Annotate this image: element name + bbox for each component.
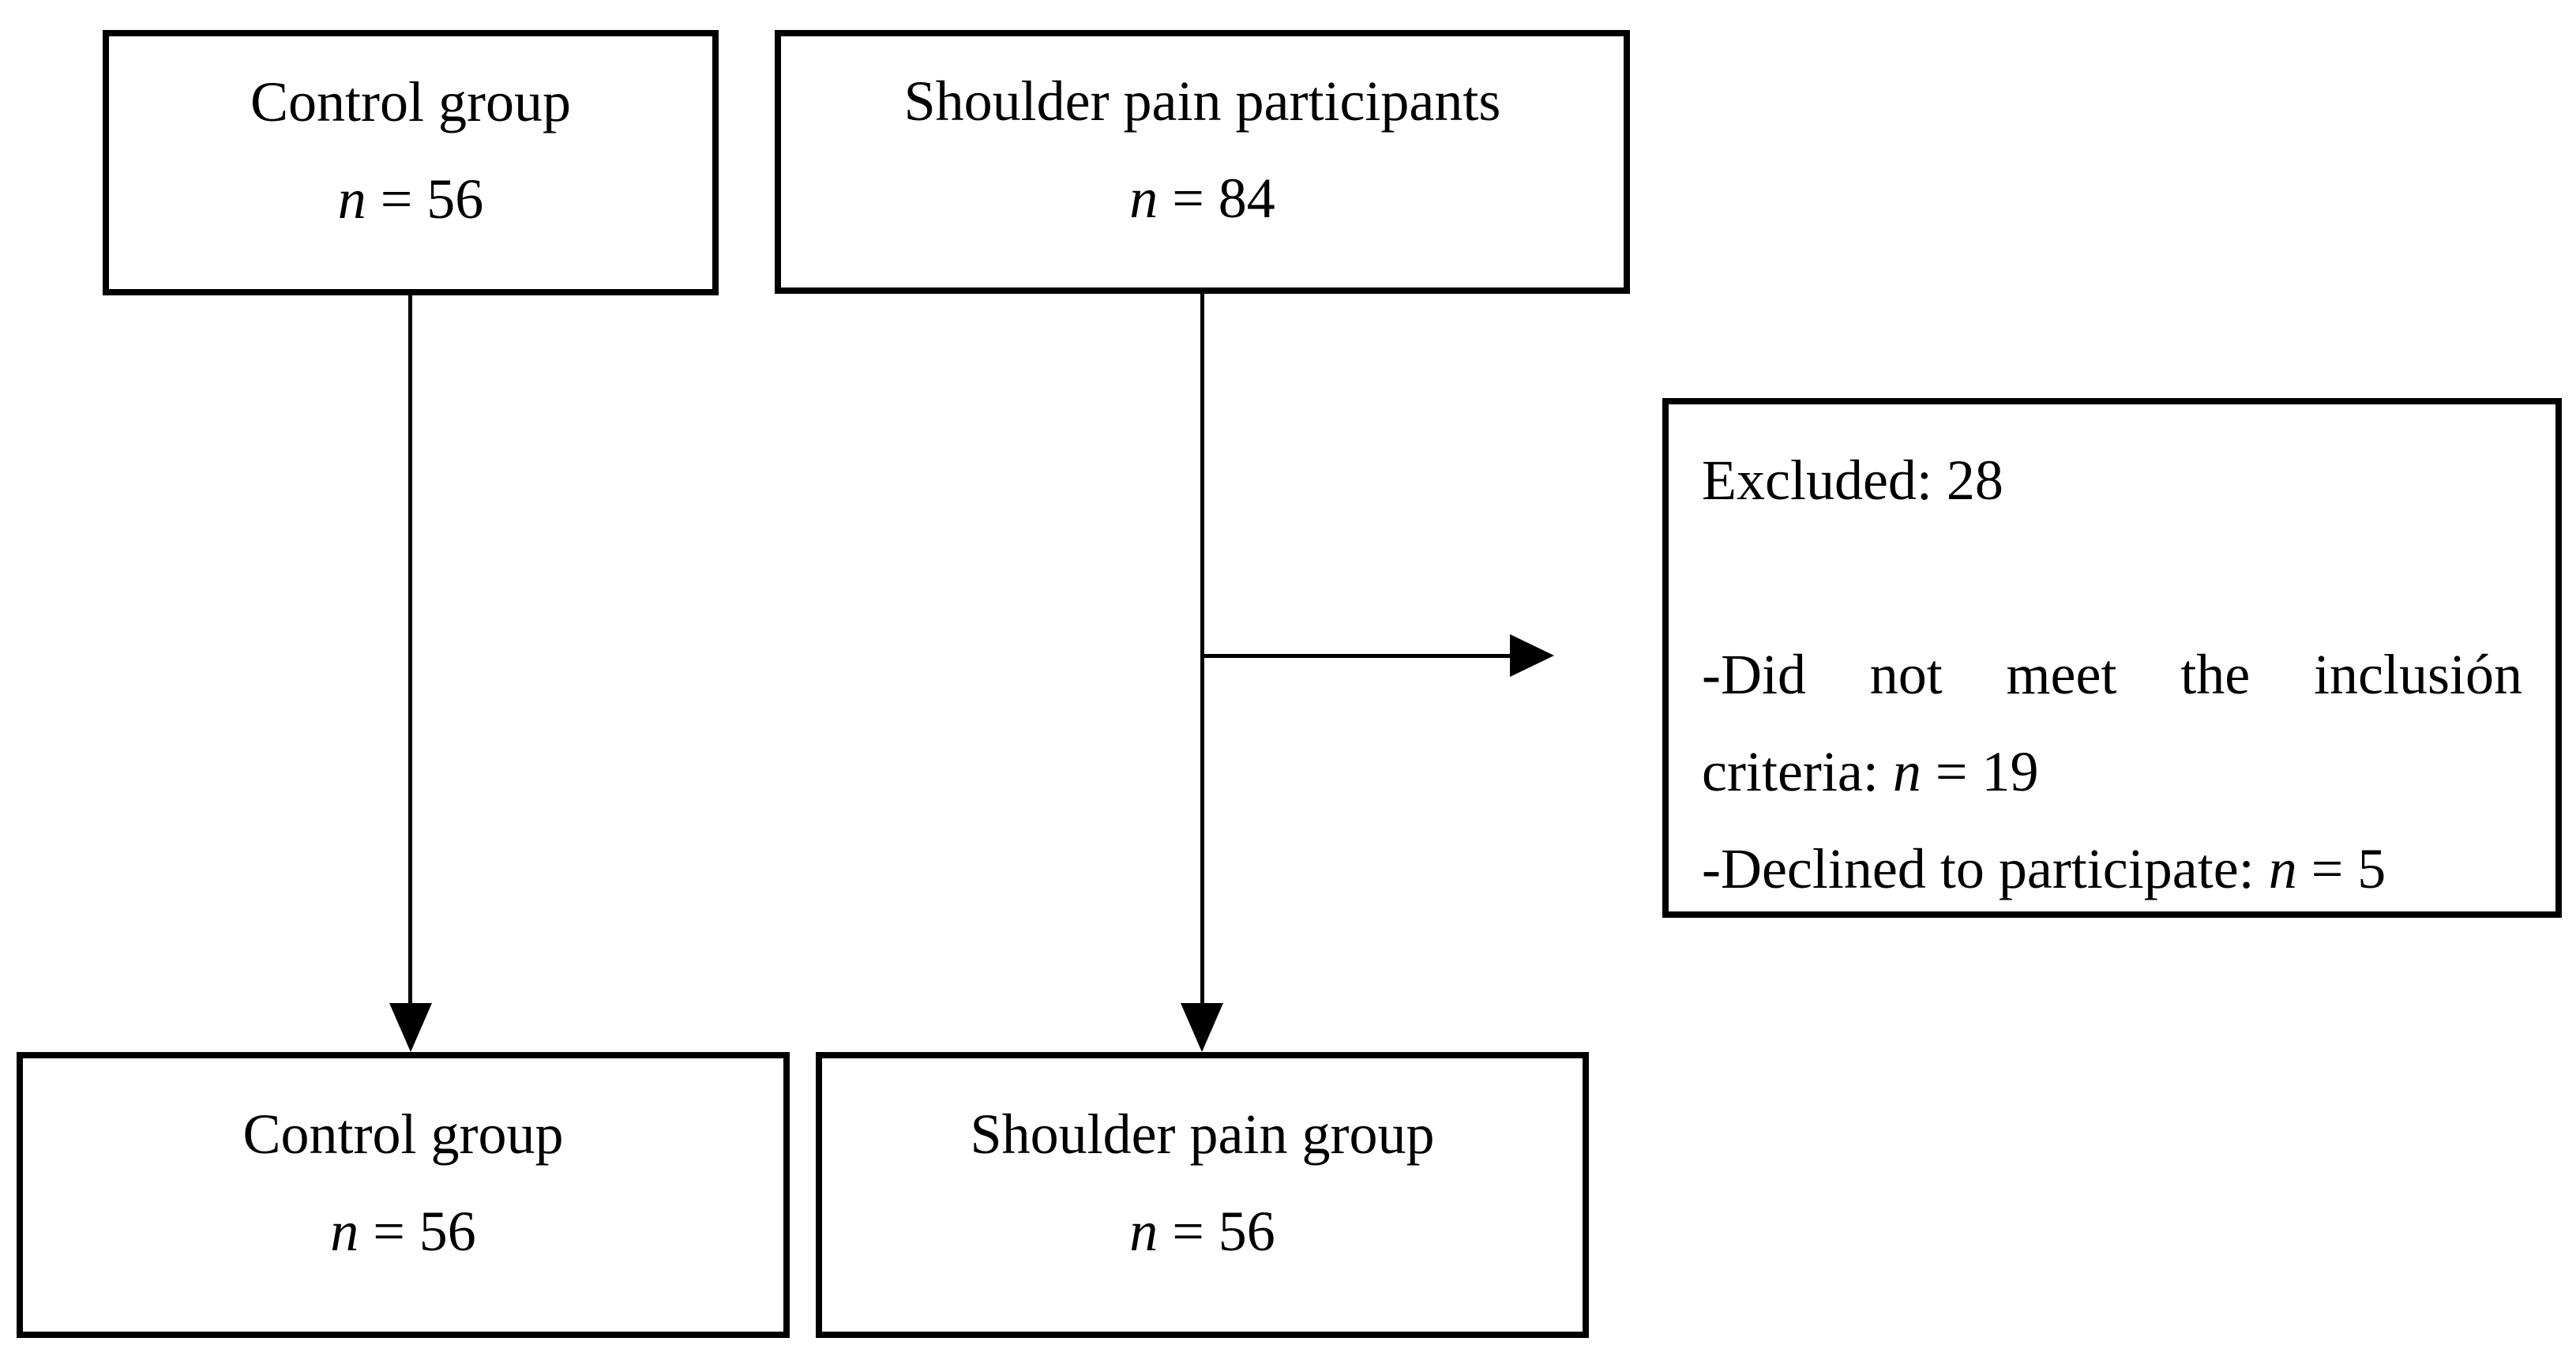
excluded-reason-1-line-2: criteria: n = 19	[1702, 723, 2522, 821]
n-symbol: n	[337, 167, 366, 231]
box-count: n = 56	[330, 1183, 476, 1280]
reason-text: -Declined to participate:	[1702, 837, 2269, 900]
box-count: n = 84	[1129, 150, 1275, 247]
connector-excluded-horizontal-line	[1200, 654, 1511, 658]
arrowhead-right-excluded-icon	[1510, 634, 1554, 677]
n-symbol: n	[1892, 740, 1921, 803]
connector-shoulder-vertical-line	[1200, 294, 1204, 1007]
n-symbol: n	[330, 1200, 359, 1263]
n-value: = 56	[366, 167, 484, 231]
n-value: = 84	[1158, 167, 1275, 230]
n-value: = 56	[1158, 1200, 1275, 1263]
box-control-group-top: Control group n = 56	[103, 30, 719, 295]
n-symbol: n	[1129, 1200, 1158, 1263]
excluded-header: Excluded: 28	[1702, 449, 2003, 512]
box-shoulder-pain-participants: Shoulder pain participants n = 84	[775, 30, 1630, 294]
reason-text: criteria:	[1702, 740, 1893, 803]
box-excluded: Excluded: 28 -Did not meet the inclusión…	[1662, 398, 2562, 918]
n-symbol: n	[2268, 837, 2297, 900]
n-symbol: n	[1129, 167, 1158, 230]
arrowhead-down-control-icon	[389, 1003, 432, 1052]
box-count: n = 56	[338, 151, 484, 248]
connector-control-vertical-line	[408, 295, 412, 1007]
box-shoulder-pain-group: Shoulder pain group n = 56	[816, 1052, 1589, 1338]
box-title: Control group	[250, 70, 571, 133]
excluded-reason-1-line-1: -Did not meet the inclusión	[1702, 643, 2522, 706]
box-title: Control group	[242, 1103, 564, 1166]
box-title: Shoulder pain group	[970, 1103, 1435, 1166]
n-value: = 19	[1921, 740, 2039, 803]
box-title: Shoulder pain participants	[903, 70, 1501, 133]
box-control-group-bottom: Control group n = 56	[17, 1052, 790, 1338]
n-value: = 56	[359, 1200, 476, 1263]
n-value: = 5	[2296, 837, 2386, 900]
excluded-reason-2: -Declined to participate: n = 5	[1702, 821, 2522, 918]
arrowhead-down-shoulder-icon	[1181, 1003, 1223, 1052]
excluded-blank-line	[1702, 529, 2522, 626]
box-count: n = 56	[1129, 1183, 1275, 1280]
